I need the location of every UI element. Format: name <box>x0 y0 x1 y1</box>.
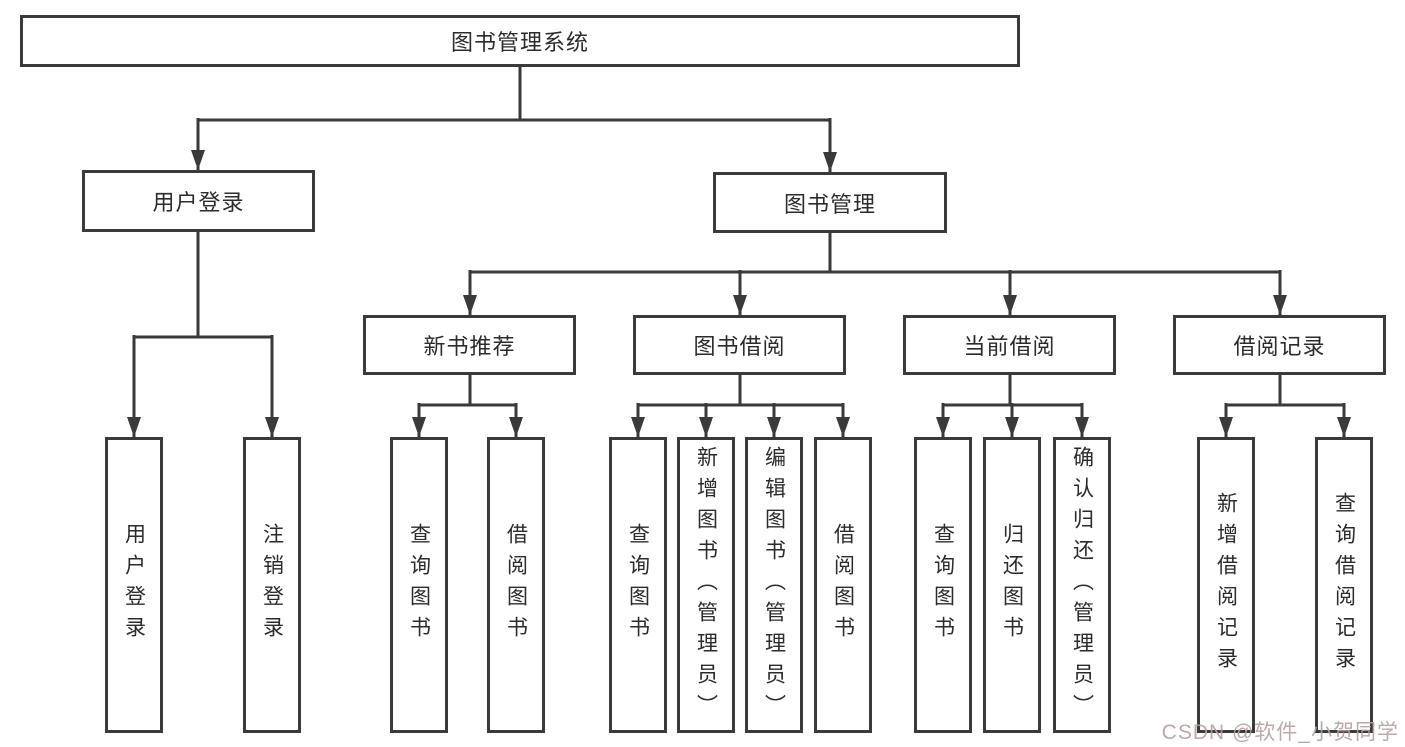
leaf-recommend-query-books-label: 查询图书 <box>407 523 431 647</box>
leaf-current-return-books-label: 归还图书 <box>1000 523 1024 647</box>
connector-records-to-leaves <box>1219 372 1351 437</box>
leaf-borrow-borrow-books-label: 借阅图书 <box>831 523 855 647</box>
leaf-current-confirm-return-admin: 确认归还（管理员） <box>1053 437 1111 733</box>
leaf-current-query-books: 查询图书 <box>914 437 972 733</box>
leaf-user-login-label: 用户登录 <box>122 523 146 647</box>
node-current-borrow: 当前借阅 <box>903 315 1116 375</box>
connector-current-to-leaves <box>936 372 1089 437</box>
connector-borrow-to-leaves <box>631 372 850 437</box>
leaf-current-return-books: 归还图书 <box>983 437 1041 733</box>
connector-book-management-to-level2 <box>463 230 1287 315</box>
node-book-borrow: 图书借阅 <box>633 315 846 375</box>
leaf-borrow-borrow-books: 借阅图书 <box>814 437 872 733</box>
leaf-logout: 注销登录 <box>243 437 301 733</box>
leaf-record-add-borrow-record: 新增借阅记录 <box>1197 437 1255 733</box>
connector-root-to-level1 <box>191 66 837 172</box>
leaf-borrow-add-books-admin: 新增图书（管理员） <box>677 437 735 733</box>
leaf-record-query-borrow-record-label: 查询借阅记录 <box>1332 492 1356 678</box>
leaf-recommend-borrow-books-label: 借阅图书 <box>504 523 528 647</box>
leaf-logout-label: 注销登录 <box>260 523 284 647</box>
leaf-borrow-query-books-label: 查询图书 <box>626 523 650 647</box>
node-new-book-recommend: 新书推荐 <box>363 315 576 375</box>
node-book-management-system: 图书管理系统 <box>20 15 1020 67</box>
leaf-borrow-edit-books-admin: 编辑图书（管理员） <box>745 437 803 733</box>
node-user-login: 用户登录 <box>82 170 315 232</box>
node-book-management: 图书管理 <box>713 172 947 233</box>
leaf-record-query-borrow-record: 查询借阅记录 <box>1315 437 1373 733</box>
leaf-borrow-add-books-admin-label: 新增图书（管理员） <box>694 445 718 725</box>
leaf-current-confirm-return-admin-label: 确认归还（管理员） <box>1070 445 1094 725</box>
connector-user-login-to-leaves <box>127 230 279 437</box>
leaf-borrow-edit-books-admin-label: 编辑图书（管理员） <box>762 445 786 725</box>
leaf-current-query-books-label: 查询图书 <box>931 523 955 647</box>
leaf-user-login: 用户登录 <box>105 437 163 733</box>
connector-recommend-to-leaves <box>412 372 523 437</box>
leaf-recommend-query-books: 查询图书 <box>390 437 448 733</box>
leaf-record-add-borrow-record-label: 新增借阅记录 <box>1214 492 1238 678</box>
leaf-borrow-query-books: 查询图书 <box>609 437 667 733</box>
node-borrow-records: 借阅记录 <box>1173 315 1386 375</box>
leaf-recommend-borrow-books: 借阅图书 <box>487 437 545 733</box>
